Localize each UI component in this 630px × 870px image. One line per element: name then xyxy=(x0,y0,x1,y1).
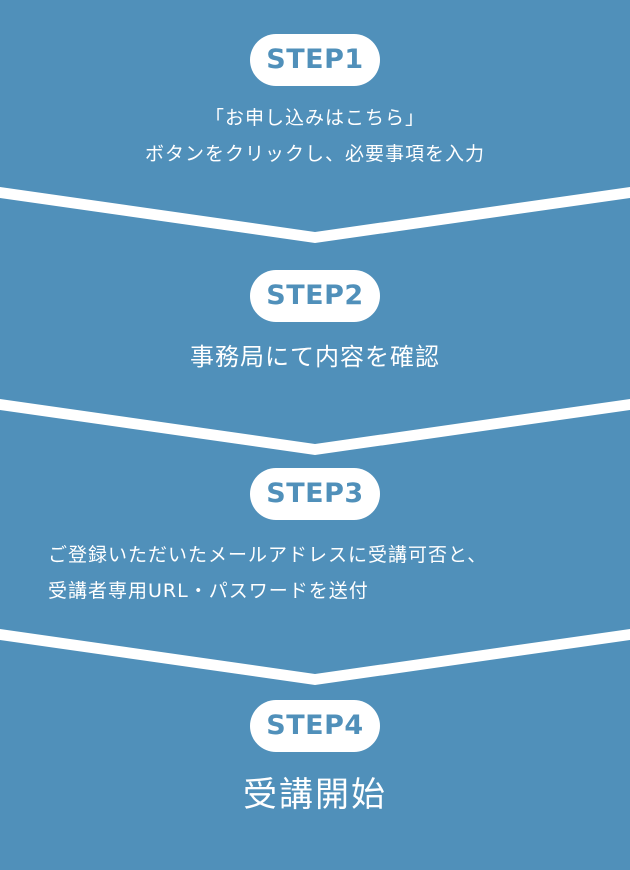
step-1-panel: STEP1 「お申し込みはこちら」 ボタンをクリックし、必要事項を入力 xyxy=(0,0,630,232)
step-3-description-line-1: ご登録いただいたメールアドレスに受講可否と、 xyxy=(48,544,488,566)
step-2-panel: STEP2 事務局にて内容を確認 xyxy=(0,198,630,444)
step-3-description: ご登録いただいたメールアドレスに受講可否と、 受講者専用URL・パスワードを送付 xyxy=(48,537,608,609)
step-1-badge: STEP1 xyxy=(250,34,380,86)
step-2-badge: STEP2 xyxy=(250,270,380,322)
step-4-badge: STEP4 xyxy=(250,700,380,752)
step-3-description-line-2: 受講者専用URL・パスワードを送付 xyxy=(48,580,369,602)
step-4-description: 受講開始 xyxy=(0,772,630,818)
step-3-badge: STEP3 xyxy=(250,468,380,520)
step-3-panel: STEP3 ご登録いただいたメールアドレスに受講可否と、 受講者専用URL・パス… xyxy=(0,410,630,674)
step-2-description: 事務局にて内容を確認 xyxy=(0,339,630,375)
step-1-description-line-1: 「お申し込みはこちら」 xyxy=(204,107,425,129)
step-2-description-line-1: 事務局にて内容を確認 xyxy=(190,343,440,371)
step-4-panel: STEP4 受講開始 xyxy=(0,640,630,870)
step-1-description: 「お申し込みはこちら」 ボタンをクリックし、必要事項を入力 xyxy=(0,100,630,172)
step-4-description-line-1: 受講開始 xyxy=(243,775,387,815)
step-1-description-line-2: ボタンをクリックし、必要事項を入力 xyxy=(144,143,485,165)
